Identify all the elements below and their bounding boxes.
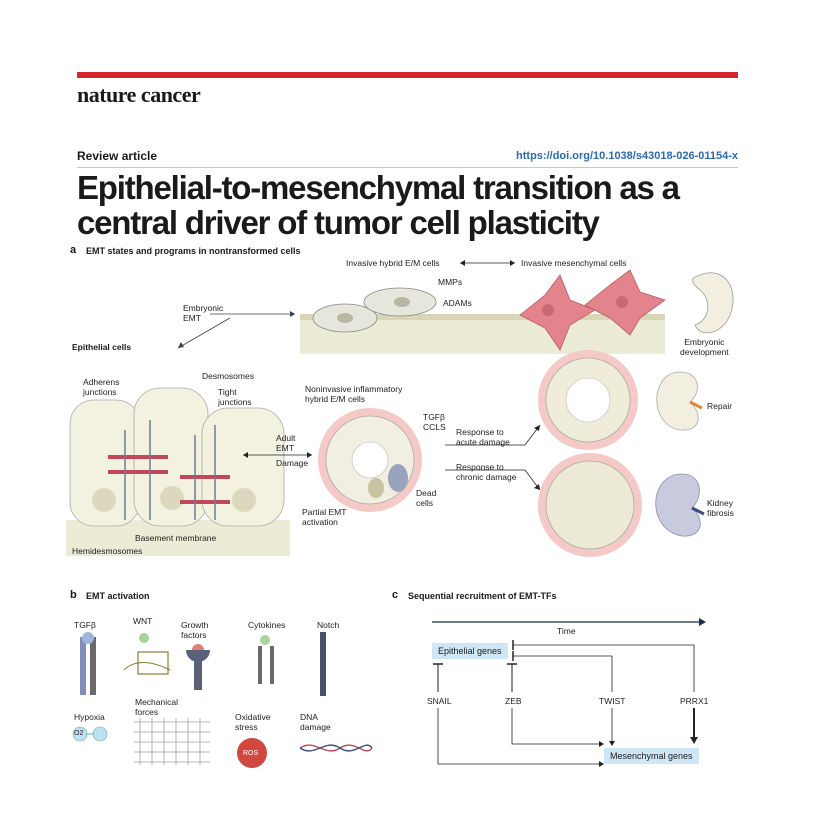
dead-cell-1 [388,464,408,492]
ros-burst-icon [237,738,267,768]
label-b-hypoxia: Hypoxia [74,712,105,722]
dead-cell-2 [368,478,384,498]
panel-b-title: EMT activation [86,591,150,601]
top-basement-strip [300,314,665,320]
label-b-notch: Notch [317,620,340,630]
tf-twist: TWIST [599,696,626,706]
label-b-wnt: WNT [133,616,153,626]
label-desmosomes: Desmosomes [202,371,254,381]
label-invasive-mesenchymal: Invasive mesenchymal cells [521,258,627,268]
dna-damage-icon [299,744,373,752]
adherens-structures [124,420,216,520]
epithelial-arrow [177,317,231,349]
article-title: Epithelial-to-mesenchymal transition as … [77,170,757,240]
label-basement-membrane: Basement membrane [135,533,217,543]
cytokine-receptor-icon [258,635,274,684]
label-damage: Damage [276,458,309,468]
kidney-repair-ureter [689,400,703,410]
panel-c-title: Sequential recruitment of EMT-TFs [408,591,557,601]
panel-b-letter: b [70,589,77,601]
tgfb-receptor-icon [80,632,96,695]
twist-inhibit-line [513,655,613,692]
notch-receptor-icon [320,632,326,696]
repair-lumen [565,377,611,423]
label-b-ros: ROS [243,750,259,757]
title-line-2: central driver of tumor cell plasticity [77,204,600,241]
fibrosis-cyst [545,460,635,550]
epi-nucleus-3 [232,488,256,512]
epithelial-cell-3 [201,407,285,527]
growth-factor-receptor-icon [186,644,210,690]
mechanical-forces-icon [134,718,210,765]
label-b-cytokines: Cytokines [248,620,286,630]
doi-link[interactable]: https://doi.org/10.1038/s43018-026-01154… [516,150,738,162]
tf-snail: SNAIL [427,696,452,706]
hybrid-nucleus-1 [337,313,353,323]
prrx1-inhibit-line [513,644,695,692]
acute-response-arrow [445,424,541,446]
chronic-response-arrow [445,469,541,491]
label-invasive-hybrid: Invasive hybrid E/M cells [346,258,440,268]
hybrid-nucleus-2 [394,297,410,307]
tf-prrx1: PRRX1 [680,696,709,706]
mesenchymal-genes-box: Mesenchymal genes [604,748,699,764]
tf-zeb: ZEB [505,696,522,706]
label-epithelial-cells: Epithelial cells [72,342,132,352]
snail-activate-line [437,708,600,765]
title-line-1: Epithelial-to-mesenchymal transition as … [77,169,680,206]
kidney-repair [656,371,699,431]
junction-markers [108,455,230,504]
article-type: Review article [77,149,158,163]
label-b-o2: O2 [74,730,84,737]
journal-accent-bar [77,72,738,78]
label-mmps: MMPs [438,277,463,287]
label-adams: ADAMs [443,298,472,308]
panel-c-letter: c [392,589,399,601]
label-time: Time [557,626,576,636]
kidney-fibrosis-ureter [691,506,705,516]
panel-a-title: EMT states and programs in nontransforme… [86,246,301,256]
header-divider [77,167,738,168]
kidney-fibrosis [655,473,701,537]
epithelial-genes-box: Epithelial genes [432,643,508,659]
embryo-illustration [692,272,734,334]
journal-name: nature cancer [77,82,201,107]
wnt-receptor-icon [123,633,171,675]
label-repair: Repair [707,401,733,411]
hypoxia-o2-icon [72,726,108,742]
label-b-tgfb: TGFβ [74,620,96,630]
cyst-lumen [351,441,389,479]
mes-nucleus-1 [542,304,554,316]
panel-a-letter: a [70,244,77,256]
epi-nucleus-2 [160,486,184,510]
mes-nucleus-2 [616,296,628,308]
epi-nucleus-1 [92,488,116,512]
label-hemidesmosomes: Hemidesmosomes [72,546,143,556]
zeb-activate-line [511,708,600,745]
